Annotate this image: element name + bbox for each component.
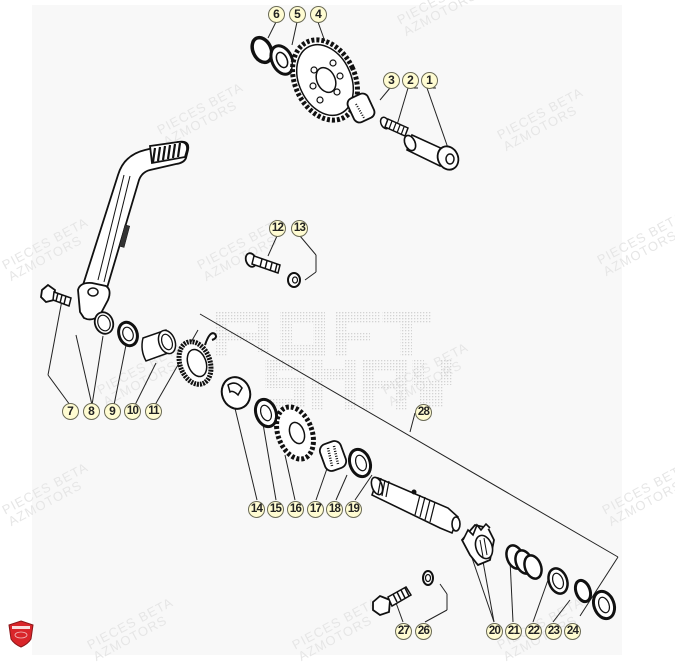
callout-20[interactable]: 20 [486,623,503,640]
callout-23[interactable]: 23 [545,623,562,640]
callout-18[interactable]: 18 [326,501,343,518]
idler-gear-group [250,35,460,171]
callout-7[interactable]: 8 [83,403,100,420]
halftone-watermark [215,312,452,410]
callout-21[interactable]: 21 [505,623,522,640]
callout-28[interactable]: 28 [415,404,432,421]
callout-5[interactable]: 5 [289,6,306,23]
kick-shaft-group [220,376,617,621]
lever-bolt [40,283,72,307]
callout-11[interactable]: 11 [145,403,162,420]
leader-lines [47,21,619,623]
callout-17[interactable]: 17 [307,501,324,518]
callout-1[interactable]: 1 [421,72,438,89]
callout-9[interactable]: 9 [104,403,121,420]
callout-15[interactable]: 15 [267,501,284,518]
callout-4[interactable]: 4 [310,6,327,23]
callout-13[interactable]: 13 [291,220,308,237]
callout-6[interactable]: 6 [268,6,285,23]
guide-bolt-and-washer [372,570,434,616]
callout-12[interactable]: 12 [269,220,286,237]
callout-22[interactable]: 22 [525,623,542,640]
callout-26[interactable]: 26 [415,623,432,640]
callout-16[interactable]: 16 [287,501,304,518]
callout-3[interactable]: 3 [383,72,400,89]
kick-lever [77,140,190,335]
lever-spacers [117,320,217,387]
callout-27[interactable]: 27 [395,623,412,640]
azmotors-shield-logo-icon [8,620,34,648]
callout-19[interactable]: 19 [345,501,362,518]
callout-14[interactable]: 14 [248,501,265,518]
callout-10[interactable]: 10 [124,403,141,420]
callout-8[interactable]: 7 [62,403,79,420]
callout-24[interactable]: 24 [564,623,581,640]
callout-2[interactable]: 2 [402,72,419,89]
stop-bolt-and-nut [244,252,301,288]
